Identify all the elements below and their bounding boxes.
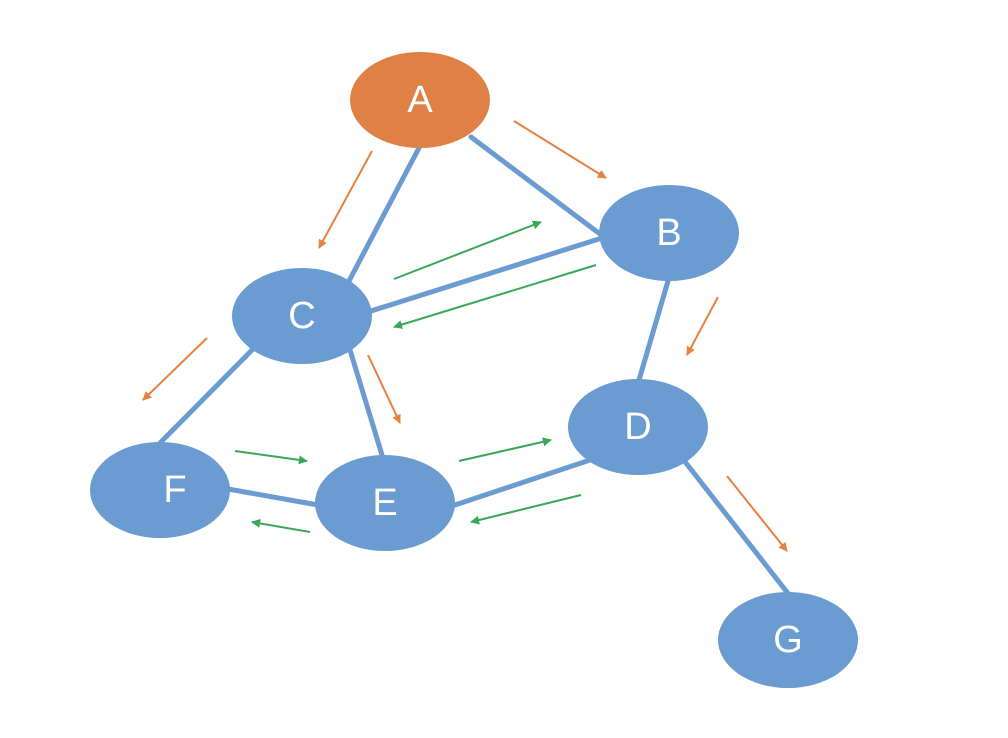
node-b-shape bbox=[599, 185, 739, 281]
arrow-c-to-e bbox=[367, 354, 401, 424]
node-f: F bbox=[90, 442, 230, 538]
node-a-shape bbox=[350, 52, 490, 148]
node-e: E bbox=[315, 455, 455, 551]
node-e-shape bbox=[315, 455, 455, 551]
edge-c-e bbox=[347, 347, 385, 458]
node-e-label: E bbox=[372, 482, 397, 524]
node-layer: A B C D E F G bbox=[90, 52, 858, 688]
node-d: D bbox=[568, 379, 708, 475]
edge-c-f bbox=[157, 346, 256, 446]
edge-a-b bbox=[468, 134, 603, 237]
node-b-label: B bbox=[656, 212, 681, 254]
node-c-shape bbox=[232, 268, 372, 364]
arrow-d-to-g bbox=[726, 475, 788, 552]
node-f-shape bbox=[90, 442, 230, 538]
arrow-e-to-f bbox=[251, 518, 311, 533]
node-f-label: F bbox=[163, 469, 186, 511]
node-b: B bbox=[599, 185, 739, 281]
arrow-c-to-b bbox=[393, 220, 542, 280]
arrow-d-to-e bbox=[470, 494, 582, 525]
arrow-layer bbox=[142, 120, 788, 552]
edge-e-d bbox=[452, 457, 593, 508]
node-c: C bbox=[232, 268, 372, 364]
arrow-a-to-b bbox=[513, 120, 607, 179]
arrow-a-to-c bbox=[318, 150, 373, 249]
arrow-c-to-f bbox=[142, 337, 208, 401]
arrow-b-to-c bbox=[393, 264, 597, 329]
arrow-b-to-d bbox=[686, 296, 719, 356]
node-c-label: C bbox=[288, 295, 315, 337]
node-d-label: D bbox=[624, 406, 651, 448]
node-g-shape bbox=[718, 592, 858, 688]
edge-layer bbox=[157, 134, 793, 599]
arrow-f-to-e bbox=[234, 450, 308, 465]
edge-d-g bbox=[683, 460, 793, 599]
node-a: A bbox=[350, 52, 490, 148]
node-d-shape bbox=[568, 379, 708, 475]
arrow-e-to-d bbox=[458, 437, 552, 462]
edge-c-b bbox=[368, 235, 605, 314]
node-g-label: G bbox=[773, 619, 803, 661]
node-g: G bbox=[718, 592, 858, 688]
node-a-label: A bbox=[407, 79, 433, 121]
edge-b-d bbox=[636, 278, 671, 383]
edge-f-e bbox=[225, 486, 321, 508]
edge-a-c bbox=[346, 143, 423, 284]
